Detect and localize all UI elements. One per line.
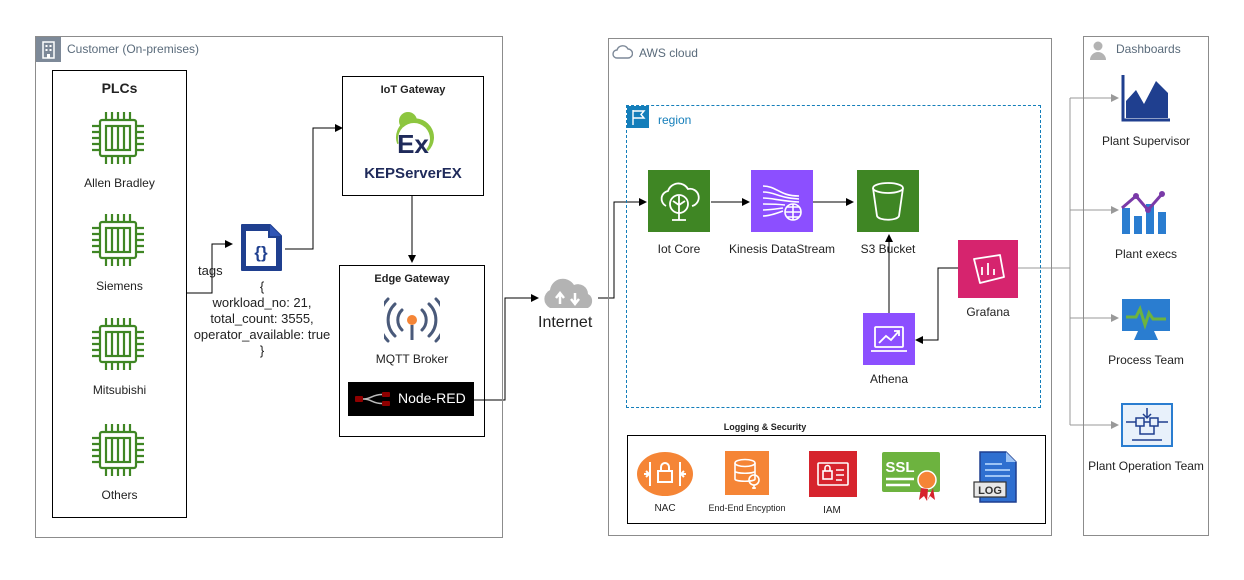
node-red-label: Node-RED: [398, 390, 466, 406]
region-group: region: [626, 105, 1041, 408]
log-file-icon: LOG: [972, 450, 1020, 511]
dashboard-label-process-team: Process Team: [1108, 353, 1184, 367]
aws-cloud-title: AWS cloud: [639, 46, 698, 60]
tag-payload-text: { workload_no: 21, total_count: 3555, op…: [188, 279, 336, 359]
plc-to-json-connector: [186, 240, 233, 294]
edge-gateway-title: Edge Gateway: [374, 273, 450, 285]
dashboards-title: Dashboards: [1116, 42, 1181, 56]
iot-gateway-title: IoT Gateway: [380, 84, 446, 96]
plc-chip-icon: [88, 210, 148, 275]
json-file-icon: {}: [234, 222, 286, 279]
ssl-certificate-icon: SSL: [880, 450, 944, 507]
dashboards-group: Dashboards: [1083, 36, 1209, 536]
nac-icon: [636, 451, 694, 502]
customer-group-title: Customer (On-premises): [67, 42, 200, 56]
region-label: region: [658, 113, 692, 127]
internet-cloud-icon: [538, 276, 598, 317]
cloud-icon: [611, 41, 634, 63]
log-text: LOG: [978, 485, 1002, 497]
iam-icon: [809, 451, 857, 497]
svg-text:{}: {}: [254, 243, 268, 262]
iot-core-icon: [648, 170, 710, 232]
iot-gateway-box: IoT Gateway Ex KEPServerEX: [342, 76, 484, 196]
line-chart-icon: [1120, 73, 1172, 128]
iot-core-label: Iot Core: [657, 242, 701, 256]
payload-line: operator_available: true: [193, 327, 331, 342]
plcs-title: PLCs: [101, 80, 138, 96]
kepserverex-logo-icon: Ex: [386, 109, 440, 170]
dashboard-label-plant-supervisor: Plant Supervisor: [1101, 134, 1191, 148]
payload-line: }: [259, 343, 265, 358]
plc-label-others: Others: [101, 488, 138, 502]
mqtt-broker-icon: [377, 296, 447, 349]
tags-label: tags: [198, 263, 223, 278]
s3-bucket-icon: [857, 170, 919, 232]
plc-label-allen-bradley: Allen Bradley: [84, 176, 155, 190]
logging-security-box: [627, 435, 1046, 524]
kinesis-label: Kinesis DataStream: [728, 242, 836, 256]
athena-label: Athena: [869, 372, 909, 386]
iam-label: IAM: [823, 505, 841, 516]
process-flow-icon: [1120, 402, 1174, 453]
payload-line: workload_no: 21,: [212, 295, 312, 310]
internet-to-iotcore-connector: [598, 198, 647, 299]
json-to-iot-gateway-connector: [285, 124, 343, 250]
plcs-box: PLCs: [52, 70, 187, 518]
plc-chip-icon: [88, 420, 148, 485]
monitor-pulse-icon: [1120, 297, 1172, 348]
grafana-label: Grafana: [966, 305, 1010, 319]
edge-gateway-box: Edge Gateway MQTT Broker Node-RED: [339, 265, 485, 437]
dashboard-label-plant-operation-team: Plant Operation Team: [1088, 459, 1204, 473]
kepserverex-label: KEPServerEX: [364, 165, 462, 182]
nac-label: NAC: [654, 503, 676, 514]
mqtt-broker-label: MQTT Broker: [375, 352, 449, 366]
nodered-to-internet-connector: [472, 294, 539, 401]
plc-chip-icon: [88, 108, 148, 173]
flag-icon: [627, 106, 649, 128]
athena-icon: [863, 313, 915, 365]
encryption-label: End-End Encyption: [708, 503, 786, 513]
dashboard-label-plant-execs: Plant execs: [1114, 247, 1178, 261]
node-red-logo-icon: [354, 391, 392, 412]
customer-on-premises-group: Customer (On-premises): [35, 36, 503, 538]
internet-label: Internet: [538, 314, 593, 331]
kepserver-logo-text: Ex: [397, 129, 429, 159]
aws-cloud-group: AWS cloud: [608, 38, 1052, 536]
kinesis-datastream-icon: [751, 170, 813, 232]
payload-line: total_count: 3555,: [210, 311, 314, 326]
plc-chip-icon: [88, 314, 148, 379]
plc-label-mitsubishi: Mitsubishi: [92, 383, 147, 397]
plc-label-siemens: Siemens: [96, 279, 143, 293]
s3-bucket-label: S3 Bucket: [860, 242, 916, 256]
grafana-icon: [958, 240, 1018, 298]
bar-line-chart-icon: [1118, 190, 1172, 241]
ssl-text: SSL: [885, 459, 914, 476]
encryption-icon: [725, 451, 769, 495]
grafana-to-athena-connector: [915, 267, 958, 344]
building-icon: [36, 37, 61, 62]
node-red-badge: Node-RED: [348, 382, 474, 416]
payload-line: {: [259, 279, 265, 294]
logging-security-title: Logging & Security: [723, 422, 807, 432]
user-icon: [1087, 39, 1109, 61]
